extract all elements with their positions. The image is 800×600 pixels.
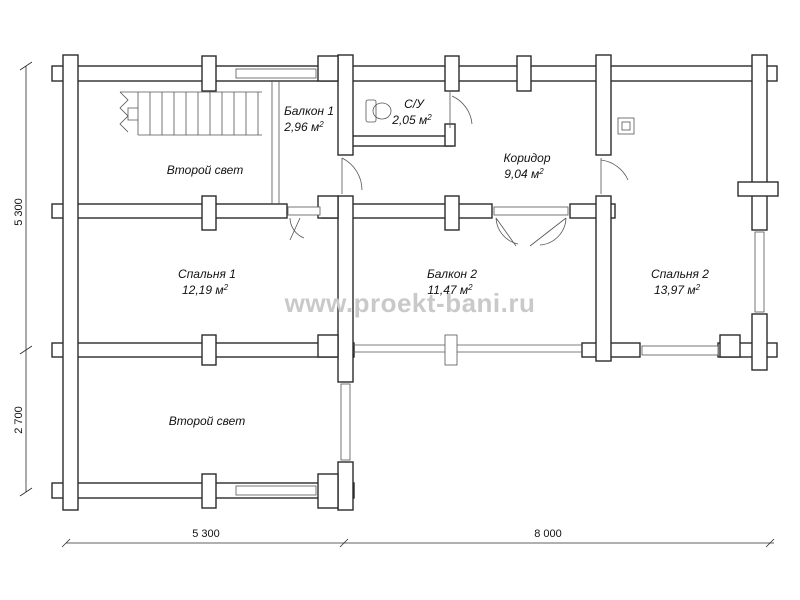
toilet-bowl: [372, 102, 392, 120]
dimensions: 5 300 2 700 5 300 8 000: [13, 61, 775, 548]
wall-su-bottom: [347, 135, 453, 147]
window: [235, 68, 317, 79]
doors[interactable]: [289, 92, 629, 247]
log-end: [201, 334, 217, 366]
wall-v2-mid: [595, 195, 612, 362]
wall-v1-bottom: [337, 461, 354, 511]
wall-right-top: [751, 54, 768, 231]
window: [287, 206, 321, 216]
room-name-balkon1: Балкон 1: [284, 104, 334, 118]
room-labels: Балкон 1 2,96 м2 С/У 2,05 м2 Коридор 9,0…: [167, 97, 709, 428]
toilet-icon: [365, 99, 392, 123]
log-end: [317, 334, 339, 358]
log-end: [444, 55, 460, 92]
balcony-railing: [271, 81, 280, 204]
room-area-balkon2: 11,47 м2: [427, 283, 473, 297]
room-name-su: С/У: [404, 97, 425, 111]
door-swing[interactable]: [600, 158, 629, 194]
log-end: [201, 55, 217, 92]
dim-ticks-bottom: [61, 538, 775, 548]
log-end: [317, 473, 339, 509]
window: [340, 383, 351, 461]
log-end: [317, 195, 339, 219]
wall-right-bottom: [751, 313, 768, 371]
dim-left-upper: 5 300: [13, 198, 25, 226]
window: [754, 231, 765, 313]
wall-v1-top: [337, 54, 354, 156]
balcony-railing: [353, 344, 582, 353]
door-swing[interactable]: [449, 92, 473, 128]
room-name-spalnya2: Спальня 2: [651, 267, 709, 281]
room-name-spalnya1: Спальня 1: [178, 267, 236, 281]
window: [493, 206, 569, 216]
stair-treads: [119, 91, 262, 136]
staircase: [119, 91, 262, 136]
window: [641, 345, 719, 356]
window: [235, 485, 317, 496]
log-end: [317, 55, 339, 82]
dim-bottom-left: 5 300: [192, 528, 220, 540]
log-end: [201, 473, 217, 509]
log-end: [444, 195, 460, 231]
wall-top: [51, 65, 778, 82]
log-end: [737, 181, 779, 197]
room-name-vtoroy-svet-bottom: Второй свет: [169, 414, 245, 428]
room-name-vtoroy-svet-top: Второй свет: [167, 163, 243, 177]
windows: [235, 68, 765, 496]
log-ends: [201, 55, 779, 509]
wall-mid-left: [51, 203, 288, 219]
door-swing[interactable]: [341, 157, 363, 194]
room-area-koridor: 9,04 м2: [504, 167, 544, 181]
room-name-balkon2: Балкон 2: [427, 267, 477, 281]
railing-post: [444, 334, 458, 366]
room-name-koridor: Коридор: [503, 151, 550, 165]
room-area-spalnya2: 13,97 м2: [654, 283, 701, 297]
dim-left-lower: 2 700: [13, 406, 25, 434]
door-swing[interactable]: [495, 217, 567, 247]
wall-v1-mid: [337, 195, 354, 383]
chimney-outer: [617, 117, 635, 135]
log-end: [201, 195, 217, 231]
chimney-icon: [617, 117, 635, 135]
dim-bottom-right: 8 000: [534, 528, 562, 540]
room-area-spalnya1: 12,19 м2: [182, 283, 229, 297]
log-end: [516, 55, 532, 92]
room-area-balkon1: 2,96 м2: [283, 120, 324, 134]
log-end: [719, 334, 741, 358]
dim-ticks-left: [19, 61, 33, 497]
wall-v2-top: [595, 54, 612, 156]
door-swing[interactable]: [289, 217, 305, 241]
room-area-su: 2,05 м2: [391, 113, 432, 127]
watermark: www.proekt-bani.ru: [284, 288, 536, 318]
toilet-tank: [365, 99, 377, 123]
wall-left: [62, 54, 79, 511]
chimney-inner: [621, 121, 631, 131]
